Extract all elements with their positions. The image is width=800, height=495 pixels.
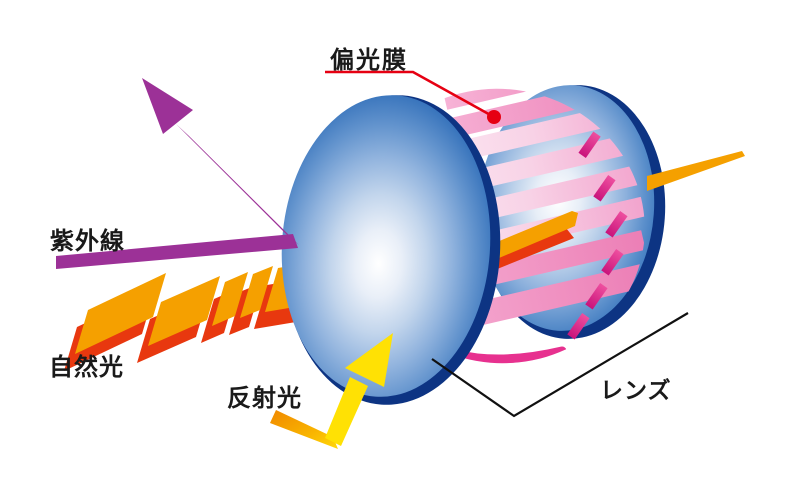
film-edge-sliver xyxy=(567,313,590,340)
front-lens-body xyxy=(281,95,491,397)
film-pointer-line xyxy=(325,70,495,119)
reflected-arrow-elbow xyxy=(270,410,338,449)
film-pointer xyxy=(325,70,501,124)
film-edge-slivers xyxy=(567,131,628,340)
film-edge-sliver xyxy=(578,131,601,158)
uv-arrowhead xyxy=(142,78,193,134)
film-edge-sliver xyxy=(585,283,608,310)
label-reflected-light: 反射光 xyxy=(227,385,302,412)
light-segment xyxy=(75,273,166,354)
uv-incoming-ray xyxy=(56,234,298,269)
film-edge-sliver xyxy=(601,249,624,276)
reflected-light-arrow xyxy=(270,333,393,449)
uv-arrow-shaft xyxy=(176,124,299,245)
label-lens: レンズ xyxy=(600,377,672,403)
light-segment xyxy=(212,272,248,326)
light-segment xyxy=(148,276,220,346)
reflected-arrowhead xyxy=(345,333,393,387)
label-uv: 紫外線 xyxy=(50,227,125,255)
transmitted-beam-exit xyxy=(647,151,745,191)
film-edge-sliver xyxy=(593,175,616,202)
film-pointer-dot xyxy=(487,110,501,124)
uv-beam xyxy=(56,78,299,269)
front-lens xyxy=(281,95,501,405)
label-polarizing-film: 偏光膜 xyxy=(330,46,408,74)
reflected-arrow-shaft xyxy=(325,377,368,446)
transmitted-beam-inner xyxy=(480,211,578,266)
light-segment xyxy=(240,266,273,318)
film-edge-sliver xyxy=(605,211,628,238)
label-natural-light: 自然光 xyxy=(49,353,124,381)
transmitted-beam-inner-shadow xyxy=(480,228,574,276)
transmitted-beam xyxy=(480,151,745,276)
lens-pointer-line xyxy=(431,312,689,418)
